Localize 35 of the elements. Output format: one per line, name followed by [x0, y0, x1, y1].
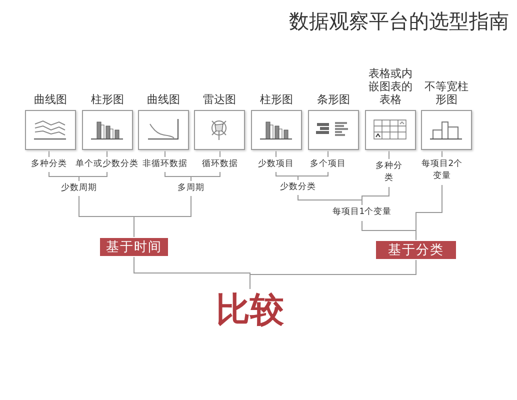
category-banner: 基于分类 [376, 241, 456, 259]
category-label: 少数项目 [250, 158, 302, 171]
connector-line [164, 150, 166, 158]
connector-line [362, 186, 390, 206]
connector-line [134, 196, 192, 238]
chart-title: 柱形图 [91, 93, 124, 106]
chart-title: 不等宽柱形图 [424, 80, 470, 106]
connector-line [78, 172, 108, 182]
category-label: 多种分类 [374, 160, 404, 186]
title: 数据观察平台的选型指南 [289, 8, 509, 34]
root-label: 比较 [200, 290, 300, 332]
chart-title: 表格或内嵌图表的表格 [368, 67, 414, 106]
connector-line [190, 172, 220, 182]
category-banner: 基于时间 [100, 238, 168, 256]
connector-line [416, 184, 442, 240]
category-label: 多种分类 [24, 158, 74, 171]
connector-line [48, 150, 50, 158]
chart-title: 雷达图 [203, 93, 236, 106]
group-label: 少数周期 [50, 182, 108, 195]
chart-title: 柱形图 [260, 93, 293, 106]
connector-line [250, 260, 416, 290]
chart-title: 曲线图 [34, 93, 67, 106]
connector-line [298, 172, 328, 180]
category-label: 单个或少数分类 [75, 158, 139, 171]
group-label: 少数分类 [270, 181, 326, 194]
group-label: 每项目1个变量 [318, 206, 406, 220]
chart-title: 曲线图 [147, 93, 180, 106]
connector-line [388, 150, 390, 160]
category-label: 循环数据 [196, 158, 244, 171]
category-label: 非循环数据 [141, 158, 189, 171]
category-label: 多个项目 [302, 158, 354, 171]
connector-line [106, 150, 108, 158]
category-label: 每项目2个变量 [418, 158, 466, 184]
group-label: 多周期 [168, 182, 214, 195]
chart-title: 条形图 [317, 93, 350, 106]
